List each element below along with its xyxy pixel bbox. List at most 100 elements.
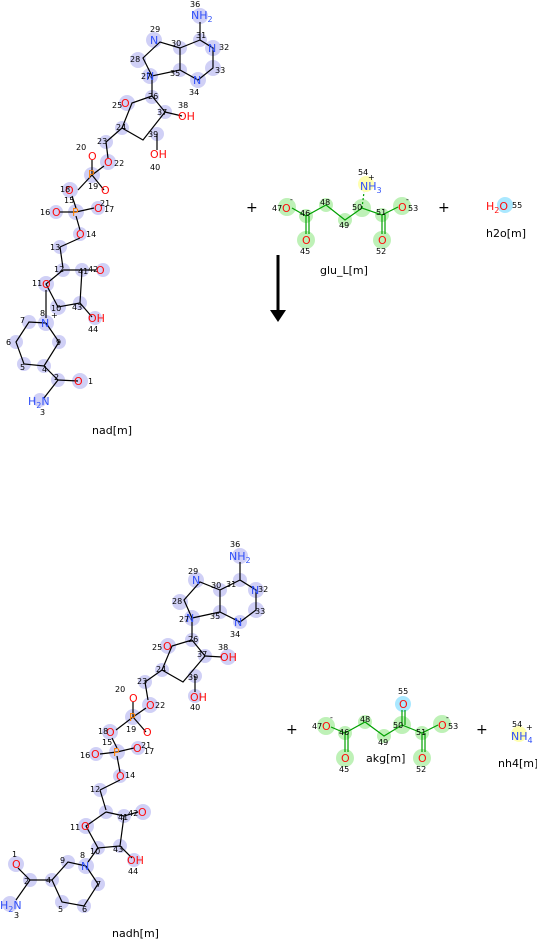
svg-text:34: 34 xyxy=(230,630,240,639)
svg-text:55: 55 xyxy=(398,687,408,696)
svg-text:O: O xyxy=(133,742,142,755)
svg-text:45: 45 xyxy=(300,247,310,256)
svg-text:P: P xyxy=(113,746,120,759)
svg-text:17: 17 xyxy=(144,747,154,756)
svg-text:6: 6 xyxy=(82,905,87,914)
svg-text:N: N xyxy=(41,317,49,330)
svg-text:15: 15 xyxy=(64,196,74,205)
svg-text:48: 48 xyxy=(320,198,330,207)
svg-text:O: O xyxy=(94,202,103,215)
svg-text:O: O xyxy=(398,201,407,214)
svg-text:47: 47 xyxy=(272,204,282,213)
svg-text:14: 14 xyxy=(86,230,96,239)
svg-text:N: N xyxy=(81,860,89,873)
svg-text:O: O xyxy=(121,97,130,110)
nadh-molecule: NH2 N N N N O OH OH O P O O O P O O O O … xyxy=(0,540,268,939)
svg-text:31: 31 xyxy=(196,31,206,40)
svg-text:O: O xyxy=(116,770,125,783)
h2o-label: h2o[m] xyxy=(486,227,526,240)
svg-text:P: P xyxy=(129,711,136,724)
svg-text:O: O xyxy=(163,640,172,653)
svg-text:10: 10 xyxy=(51,304,61,313)
svg-text:22: 22 xyxy=(155,701,165,710)
plus-sign-3: + xyxy=(286,722,298,738)
svg-text:28: 28 xyxy=(130,55,140,64)
svg-text:O: O xyxy=(143,726,152,739)
svg-text:7: 7 xyxy=(20,316,25,325)
svg-text:N: N xyxy=(186,612,194,625)
svg-text:24: 24 xyxy=(156,665,166,674)
svg-text:H2N: H2N xyxy=(0,899,22,914)
svg-text:28: 28 xyxy=(172,597,182,606)
svg-text:O: O xyxy=(399,698,408,711)
svg-text:33: 33 xyxy=(255,607,265,616)
svg-text:52: 52 xyxy=(416,765,426,774)
svg-text:19: 19 xyxy=(88,182,98,191)
svg-text:N: N xyxy=(234,616,242,629)
svg-text:37: 37 xyxy=(157,108,167,117)
svg-text:55: 55 xyxy=(512,201,522,210)
svg-text:N: N xyxy=(208,42,216,55)
svg-text:26: 26 xyxy=(188,635,198,644)
svg-text:3: 3 xyxy=(14,911,19,920)
svg-text:44: 44 xyxy=(128,867,138,876)
svg-text:4: 4 xyxy=(42,365,47,374)
svg-text:33: 33 xyxy=(215,66,225,75)
svg-text:40: 40 xyxy=(150,163,160,172)
svg-text:52: 52 xyxy=(376,247,386,256)
svg-text:32: 32 xyxy=(258,585,268,594)
svg-text:23: 23 xyxy=(137,677,147,686)
svg-text:9: 9 xyxy=(56,338,61,347)
svg-text:53: 53 xyxy=(448,722,458,731)
svg-text:7: 7 xyxy=(96,880,101,889)
svg-text:30: 30 xyxy=(211,581,221,590)
svg-text:+: + xyxy=(51,311,58,320)
svg-text:NH2: NH2 xyxy=(229,550,251,565)
svg-text:9: 9 xyxy=(60,856,65,865)
svg-text:11: 11 xyxy=(70,823,80,832)
svg-text:21: 21 xyxy=(100,199,110,208)
svg-text:O: O xyxy=(438,719,447,732)
svg-text:53: 53 xyxy=(408,204,418,213)
svg-text:43: 43 xyxy=(72,303,82,312)
svg-text:39: 39 xyxy=(148,130,158,139)
svg-text:51: 51 xyxy=(376,208,386,217)
nad-label: nad[m] xyxy=(92,424,132,437)
svg-text:43: 43 xyxy=(113,845,123,854)
svg-text:OH: OH xyxy=(88,312,105,325)
svg-text:5: 5 xyxy=(20,363,25,372)
svg-text:-: - xyxy=(446,713,449,722)
svg-text:35: 35 xyxy=(210,612,220,621)
h2o-molecule: H2O 55 h2o[m] xyxy=(486,197,526,240)
svg-text:25: 25 xyxy=(112,101,122,110)
svg-text:20: 20 xyxy=(76,143,86,152)
svg-text:29: 29 xyxy=(188,567,198,576)
svg-text:N: N xyxy=(146,70,154,83)
svg-text:O: O xyxy=(104,156,113,169)
svg-text:46: 46 xyxy=(339,728,349,737)
akg-label: akg[m] xyxy=(366,752,405,765)
svg-text:O: O xyxy=(129,692,138,705)
svg-text:O: O xyxy=(88,150,97,163)
svg-text:18: 18 xyxy=(60,185,70,194)
svg-text:-: - xyxy=(290,195,293,204)
svg-text:2: 2 xyxy=(54,373,59,382)
svg-text:+: + xyxy=(526,723,533,732)
svg-text:O: O xyxy=(378,234,387,247)
svg-text:23: 23 xyxy=(97,137,107,146)
svg-text:O: O xyxy=(91,748,100,761)
svg-text:H2O: H2O xyxy=(486,200,508,215)
svg-text:-: - xyxy=(330,713,333,722)
svg-text:39: 39 xyxy=(188,673,198,682)
svg-text:45: 45 xyxy=(339,765,349,774)
svg-text:36: 36 xyxy=(230,540,240,549)
svg-text:54: 54 xyxy=(512,720,522,729)
svg-text:32: 32 xyxy=(219,43,229,52)
svg-text:NH2: NH2 xyxy=(191,9,213,24)
svg-text:O: O xyxy=(96,264,105,277)
svg-text:16: 16 xyxy=(40,208,50,217)
svg-text:27: 27 xyxy=(179,615,189,624)
svg-text:30: 30 xyxy=(171,39,181,48)
